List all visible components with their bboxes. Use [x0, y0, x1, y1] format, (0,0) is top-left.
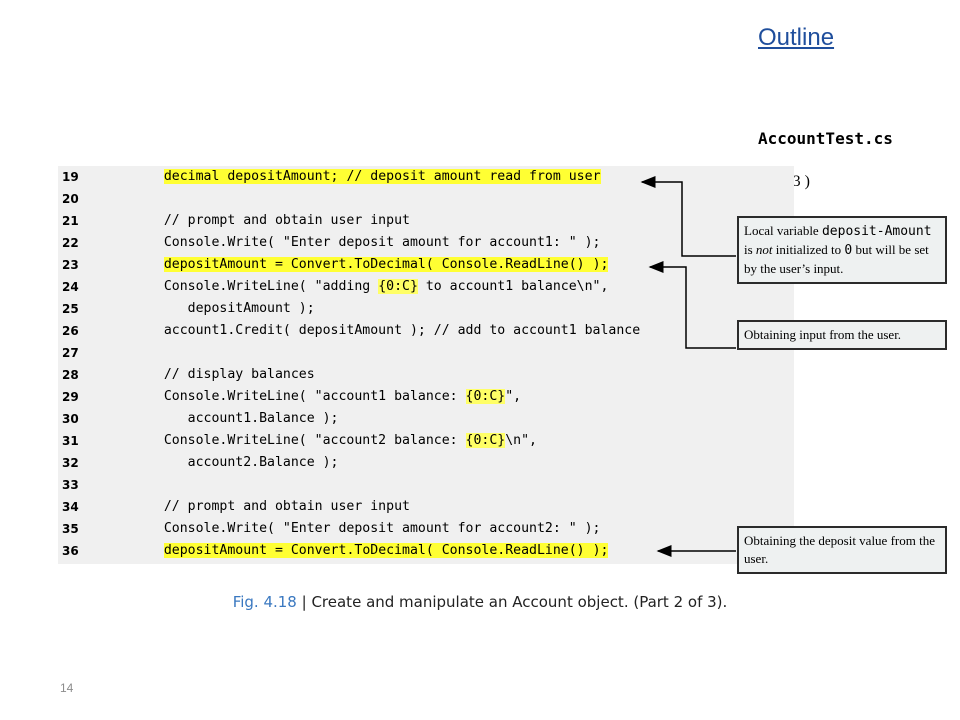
line-number: 31 — [62, 434, 79, 448]
code-text: account1.Credit( depositAmount ); // add… — [140, 323, 641, 338]
code-text: Console.Write( "Enter deposit amount for… — [140, 521, 601, 536]
code-line: 27 — [58, 342, 794, 364]
code-text: decimal depositAmount; // deposit amount… — [140, 166, 601, 188]
code-text: account1.Balance ); — [140, 411, 339, 426]
callout-code: 0 — [844, 243, 853, 258]
code-text: account2.Balance ); — [140, 455, 339, 470]
code-line: 31 Console.WriteLine( "account2 balance:… — [58, 430, 794, 452]
code-text: // prompt and obtain user input — [140, 499, 410, 514]
line-number: 33 — [62, 478, 79, 492]
code-line: 23 depositAmount = Convert.ToDecimal( Co… — [58, 254, 794, 276]
line-number: 26 — [62, 324, 79, 338]
code-line: 33 — [58, 474, 794, 496]
arrow-to-line-19 — [640, 176, 736, 257]
code-text: Console.Write( "Enter deposit amount for… — [140, 235, 601, 250]
caption-separator: | — [296, 593, 312, 611]
code-text: depositAmount ); — [140, 301, 315, 316]
code-text: // display balances — [140, 367, 315, 382]
line-number: 36 — [62, 544, 79, 558]
code-line: 20 — [58, 188, 794, 210]
callout-text: but will be set by the user’s input. — [744, 242, 929, 276]
code-listing: 19 decimal depositAmount; // deposit amo… — [58, 166, 794, 564]
code-line: 25 depositAmount ); — [58, 298, 794, 320]
highlighted-code: depositAmount = Convert.ToDecimal( Conso… — [163, 257, 609, 272]
code-line: 28 // display balances — [58, 364, 794, 386]
figure-label: Fig. 4.18 — [232, 593, 297, 611]
outline-link[interactable]: Outline — [758, 24, 835, 51]
code-line: 22 Console.Write( "Enter deposit amount … — [58, 232, 794, 254]
line-number: 19 — [62, 170, 79, 184]
figure-caption: Fig. 4.18 | Create and manipulate an Acc… — [0, 593, 960, 611]
line-number: 29 — [62, 390, 79, 404]
code-line: 32 account2.Balance ); — [58, 452, 794, 474]
line-number: 30 — [62, 412, 79, 426]
code-line: 35 Console.Write( "Enter deposit amount … — [58, 518, 794, 540]
line-number: 24 — [62, 280, 79, 294]
callout-obtaining-deposit: Obtaining the deposit value from the use… — [737, 526, 947, 574]
file-name: AccountTest.cs — [758, 129, 893, 148]
caption-text: Create and manipulate an Account object.… — [311, 593, 728, 611]
code-text: depositAmount = Convert.ToDecimal( Conso… — [140, 540, 609, 562]
code-line: 21 // prompt and obtain user input — [58, 210, 794, 232]
line-number: 28 — [62, 368, 79, 382]
highlighted-code: depositAmount = Convert.ToDecimal( Conso… — [163, 543, 609, 558]
arrow-to-line-23 — [648, 261, 736, 349]
format-token: {0:C} — [465, 389, 506, 404]
callout-text: is — [744, 242, 756, 257]
code-line: 24 Console.WriteLine( "adding {0:C} to a… — [58, 276, 794, 298]
code-text: Console.WriteLine( "account1 balance: {0… — [140, 389, 522, 404]
code-text: Console.WriteLine( "adding {0:C} to acco… — [140, 279, 609, 294]
line-number: 32 — [62, 456, 79, 470]
callout-text: Local variable — [744, 223, 822, 238]
code-text: depositAmount = Convert.ToDecimal( Conso… — [140, 254, 609, 276]
line-number: 23 — [62, 258, 79, 272]
callout-text: Obtaining the deposit value from the use… — [744, 533, 935, 566]
code-line: 36 depositAmount = Convert.ToDecimal( Co… — [58, 540, 794, 562]
code-text: Console.WriteLine( "account2 balance: {0… — [140, 433, 537, 448]
format-token: {0:C} — [378, 279, 418, 294]
line-number: 22 — [62, 236, 79, 250]
line-number: 27 — [62, 346, 79, 360]
callout-obtaining-input: Obtaining input from the user. — [737, 320, 947, 350]
line-number: 25 — [62, 302, 79, 316]
code-line: 19 decimal depositAmount; // deposit amo… — [58, 166, 794, 188]
callout-code: deposit-Amount — [821, 224, 932, 239]
callout-text: initialized to — [772, 242, 845, 257]
callout-text: Obtaining input from the user. — [744, 327, 902, 342]
code-text: // prompt and obtain user input — [140, 213, 410, 228]
code-line: 30 account1.Balance ); — [58, 408, 794, 430]
code-line: 34 // prompt and obtain user input — [58, 496, 794, 518]
line-number: 35 — [62, 522, 79, 536]
code-line: 26 account1.Credit( depositAmount ); // … — [58, 320, 794, 342]
line-number: 20 — [62, 192, 79, 206]
highlighted-code: decimal depositAmount; // deposit amount… — [163, 169, 601, 184]
code-line: 29 Console.WriteLine( "account1 balance:… — [58, 386, 794, 408]
line-number: 34 — [62, 500, 79, 514]
format-token: {0:C} — [465, 433, 506, 448]
callout-emphasis: not — [755, 242, 773, 257]
line-number: 21 — [62, 214, 79, 228]
callout-local-variable: Local variable deposit-Amount is not ini… — [737, 216, 947, 284]
slide-number: 14 — [60, 681, 74, 695]
